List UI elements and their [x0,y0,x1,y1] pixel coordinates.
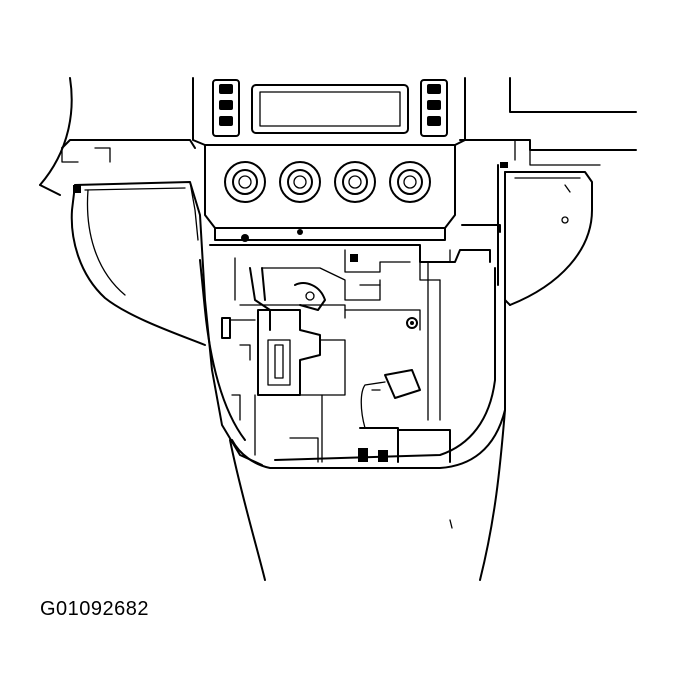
knob-4 [389,161,431,203]
shifter-assembly [221,267,346,396]
knob-2 [279,161,321,203]
left-button-stack [212,79,240,137]
console-body [199,259,506,581]
inner-frame [209,224,501,421]
right-button-stack [420,79,448,137]
lower-module [231,344,451,463]
electrical-connector [360,317,421,429]
control-panel [192,77,466,241]
figure-id-label: G01092682 [40,598,150,620]
display-window [251,84,409,134]
knob-3 [334,161,376,203]
knob-1 [224,161,266,203]
fasteners [73,162,508,242]
dashboard-right-outline [459,77,637,166]
dashboard-left-outline [39,77,196,196]
right-console-cover [497,164,593,306]
